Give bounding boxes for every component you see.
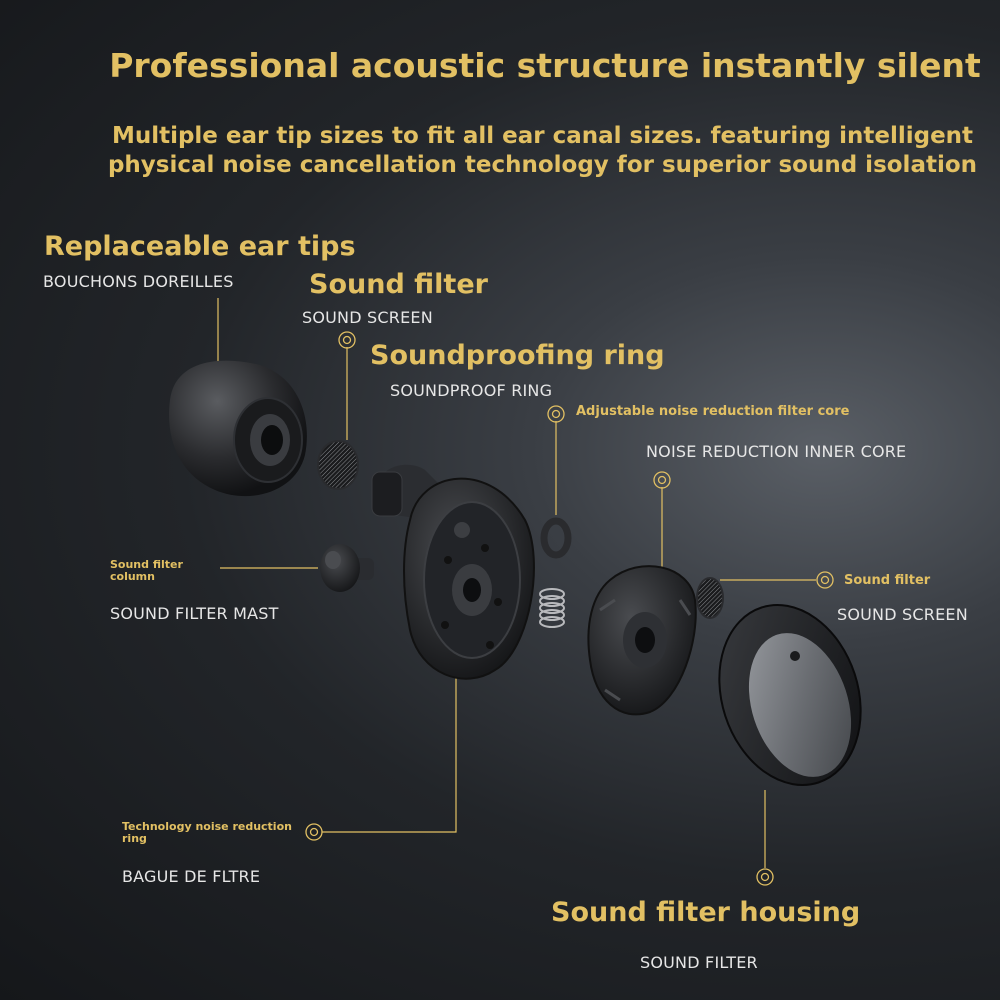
filter-column-label: Sound filter column	[110, 558, 183, 583]
filter-mast-part	[320, 544, 374, 592]
earplug-body-part	[371, 464, 535, 680]
housing-subtitle: SOUND FILTER	[640, 953, 758, 972]
leader-target-icons	[305, 331, 834, 886]
sound-filter-subtitle: SOUND SCREEN	[302, 308, 433, 327]
tech-ring-label: Technology noise reduction ring	[122, 820, 292, 845]
housing-title: Sound filter housing	[551, 897, 861, 928]
right-sound-filter-label: Sound filter	[844, 573, 931, 588]
ear-tips-title: Replaceable ear tips	[44, 231, 356, 262]
housing-part	[718, 604, 862, 786]
adjustable-core-label: Adjustable noise reduction filter core	[576, 404, 850, 419]
page-title: Professional acoustic structure instantl…	[109, 46, 981, 85]
inner-core-label: NOISE REDUCTION INNER CORE	[646, 442, 907, 461]
soundproofing-ring-title: Soundproofing ring	[370, 340, 665, 371]
filter-mast-label: SOUND FILTER MAST	[110, 604, 279, 623]
sound-screen-right-part	[696, 577, 724, 619]
right-sound-screen-label: SOUND SCREEN	[837, 605, 968, 624]
inner-core-part	[587, 565, 697, 716]
sound-screen-part	[317, 440, 359, 490]
ear-tips-subtitle: BOUCHONS DOREILLES	[43, 272, 234, 291]
sound-filter-title: Sound filter	[309, 269, 488, 300]
leader-lines	[217, 298, 816, 868]
spring-part	[539, 588, 565, 628]
bague-label: BAGUE DE FLTRE	[122, 867, 261, 886]
ear-tip-part	[169, 360, 307, 497]
soundproof-ring-part	[540, 517, 572, 559]
page-subtitle: Multiple ear tip sizes to fit all ear ca…	[107, 123, 978, 178]
soundproofing-ring-subtitle: SOUNDPROOF RING	[390, 381, 553, 400]
